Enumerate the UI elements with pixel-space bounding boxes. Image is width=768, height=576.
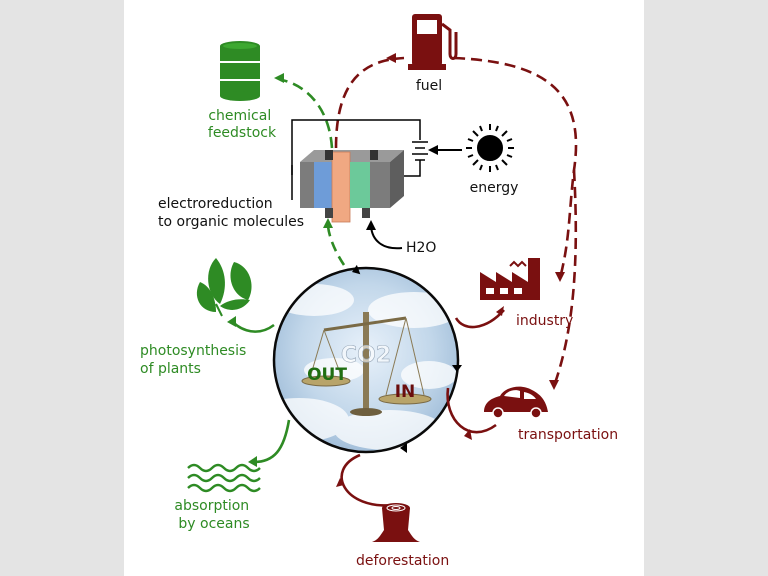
electroreduction-label: electroreduction to organic molecules [158,196,304,230]
energy-arrow [428,145,462,155]
transportation-label: transportation [518,427,618,443]
uptake-arrowheads [227,73,284,467]
fuel-to-industry-dashed [453,56,578,279]
car-icon [484,386,548,419]
circle-arrow-right [452,365,462,372]
leaves-icon [196,258,252,317]
deforestation-to-circle [340,453,395,507]
circle-arrow-bottom [400,443,407,453]
sun-icon [466,124,514,172]
co2-balance-circle: CO2 OUT IN [272,264,462,454]
reduction-to-feedstock-dashed [281,78,334,149]
waves-icon [187,463,261,493]
factory-icon [480,258,540,300]
in-label: IN [395,382,416,402]
fuel-label: fuel [416,78,442,94]
industry-label: industry [516,313,573,329]
circle-outline [272,266,460,454]
tree-stump-icon [372,503,420,542]
circle-to-oceans [253,419,291,464]
photosynthesis-label: photosynthesis of plants [140,343,251,377]
diagram-canvas: CO2 OUT IN [140,14,618,569]
reduction-to-fuel-dashed [334,56,405,149]
oil-barrel-icon [220,41,260,101]
emission-arrowheads [336,53,565,487]
circle-to-reduction-dashed [323,218,346,266]
industry-to-circle [454,309,505,329]
h2o-arrow [366,220,403,250]
h2o-label: H2O [406,240,436,256]
emission-paths [334,56,578,507]
circle-to-photosynthesis [232,321,275,333]
electrolyzer-cell-icon [291,119,428,223]
co2-cycle-diagram: CO2 OUT IN [124,0,644,576]
fuel-to-transport-dashed [552,169,578,387]
energy-label: energy [470,180,519,196]
deforestation-label: deforestation [356,553,449,569]
transport-to-circle [446,387,497,434]
out-label: OUT [307,365,347,385]
fuel-pump-icon [408,14,458,70]
absorption-label: absorption by oceans [174,498,253,532]
co2-formula: CO2 [341,343,391,368]
chemical-feedstock-label: chemical feedstock [208,108,277,141]
balance-scale-icon [301,312,432,416]
circle-arrow-top [352,264,361,275]
